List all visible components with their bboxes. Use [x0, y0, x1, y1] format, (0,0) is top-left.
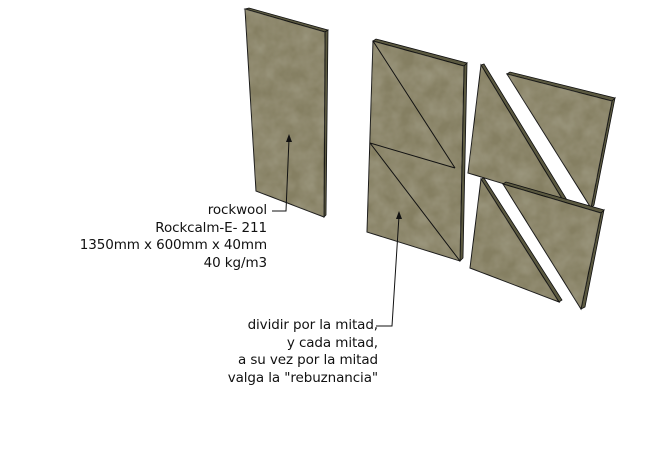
label-line: a su vez por la mitad — [237, 352, 378, 368]
cut-triangle-pieces — [467, 63, 616, 311]
cutting-instructions-label: dividir por la mitad, y cada mitad, a su… — [228, 317, 378, 387]
leader-rockwool — [272, 134, 292, 212]
triangle-piece-bottom-left — [469, 177, 563, 304]
arrowhead-icon — [396, 211, 402, 219]
label-line: 1350mm x 600mm x 40mm — [79, 237, 267, 253]
diagonal-cut-line-bottom — [369, 142, 461, 262]
arrowhead-icon — [286, 134, 292, 142]
label-line: Rockcalm-E- 211 — [155, 219, 267, 236]
panel-marked-for-cutting — [366, 38, 468, 262]
diagonal-cut-line-top — [372, 40, 456, 169]
label-line: y cada mitad, — [286, 334, 378, 351]
label-line: 40 kg/m3 — [203, 254, 267, 271]
triangle-piece-top-right — [505, 71, 616, 210]
half-cut-line — [369, 142, 456, 169]
label-line: rockwool — [207, 202, 267, 218]
whole-panel — [243, 7, 329, 218]
label-line: valga la "rebuznancia" — [227, 369, 378, 386]
label-line: dividir por la mitad, — [247, 317, 379, 333]
triangle-piece-top-left — [467, 63, 568, 203]
leader-instructions — [376, 211, 402, 327]
rockwool-spec-label: rockwool Rockcalm-E- 211 1350mm x 600mm … — [80, 202, 267, 272]
triangle-piece-bottom-right — [501, 181, 605, 311]
